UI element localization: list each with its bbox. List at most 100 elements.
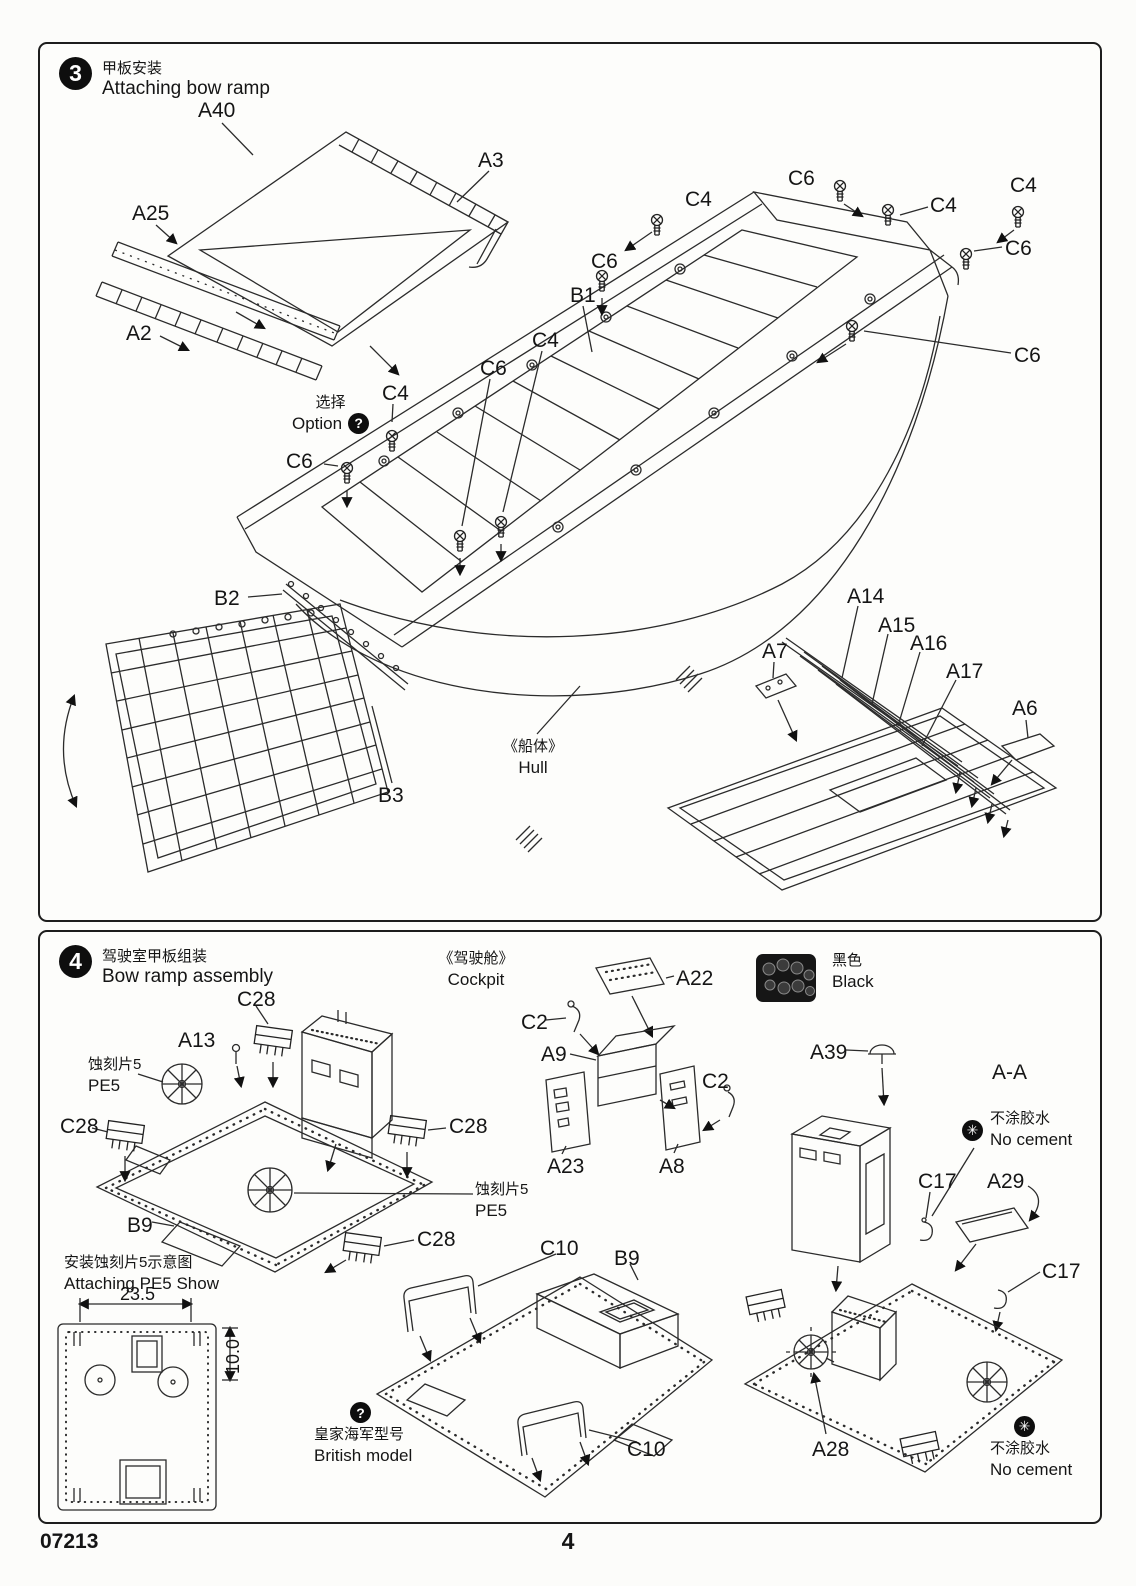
part-label: A25 xyxy=(132,202,170,225)
cockpit-note-en: Cockpit xyxy=(447,969,505,989)
kit-number: 07213 xyxy=(40,1530,99,1553)
ramp-drawing xyxy=(62,603,389,873)
step3-header: 3 甲板安装 Attaching bow ramp xyxy=(59,57,270,100)
pe5-show-note-zh: 安装蚀刻片5示意图 xyxy=(64,1254,193,1271)
step3-title-en: Attaching bow ramp xyxy=(102,78,270,99)
part-label: A9 xyxy=(541,1043,567,1066)
step3-line-art xyxy=(62,122,1058,891)
part-label: C6 xyxy=(788,167,815,190)
part-label: C6 xyxy=(591,250,618,273)
part-label: A23 xyxy=(547,1155,585,1178)
hull-note-en: Hull xyxy=(518,757,548,777)
no-cement-icon: ✳ xyxy=(1014,1416,1035,1437)
cockpit-note: 《驾驶舱》 Cockpit xyxy=(430,950,522,990)
part-label: A8 xyxy=(659,1155,685,1178)
no-cement-icon: ✳ xyxy=(962,1120,983,1141)
step3-panel: 3 甲板安装 Attaching bow ramp A40 A3 A25 A2 … xyxy=(38,42,1102,922)
part-label: C2 xyxy=(521,1011,548,1034)
part-label: B1 xyxy=(570,284,596,307)
black-parts-photo xyxy=(756,954,816,1002)
option-note: 选择 Option ? xyxy=(292,394,370,434)
part-label: A2 xyxy=(126,322,152,345)
step4-title-en: Bow ramp assembly xyxy=(102,966,274,987)
part-label: A28 xyxy=(812,1438,850,1461)
part-label: C17 xyxy=(1042,1260,1081,1283)
step4-line-art xyxy=(57,954,1064,1511)
part-label: A29 xyxy=(987,1170,1025,1193)
part-label: B3 xyxy=(378,784,404,807)
part-label: C4 xyxy=(1010,174,1037,197)
part-label: C4 xyxy=(930,194,957,217)
part-label: C4 xyxy=(685,188,712,211)
dimension-label: 10.0 xyxy=(223,1338,243,1374)
part-label: C28 xyxy=(60,1115,99,1138)
part-label: C6 xyxy=(480,357,507,380)
part-label: B2 xyxy=(214,587,240,610)
question-icon: ? xyxy=(350,1402,371,1423)
pe5-note-b-zh: 蚀刻片5 xyxy=(475,1181,529,1198)
part-label: B9 xyxy=(127,1214,153,1237)
middle-deck-drawing xyxy=(375,1253,714,1498)
part-label: A22 xyxy=(676,967,714,990)
step4-illustration xyxy=(57,954,1064,1511)
step3-illustration xyxy=(62,122,1058,891)
part-label: A-A xyxy=(992,1061,1028,1084)
black-note-en: Black xyxy=(832,971,874,991)
option-note-en: Option xyxy=(292,413,343,433)
part-label: C28 xyxy=(417,1228,456,1251)
no-cement-note-b: 不涂胶水 No cement xyxy=(990,1440,1072,1480)
option-note-zh: 选择 xyxy=(315,394,346,411)
hull-note-zh: 《船体》 xyxy=(502,738,563,755)
british-model-note: 皇家海军型号 British model xyxy=(314,1426,412,1466)
pe5-show-note-en: Attaching PE5 Show xyxy=(64,1273,219,1293)
step3-number-badge: 3 xyxy=(59,57,92,90)
pe5-note-a: 蚀刻片5 PE5 xyxy=(88,1056,141,1096)
part-label: A6 xyxy=(1012,697,1038,720)
part-label: C28 xyxy=(449,1115,488,1138)
part-label: A3 xyxy=(478,149,504,172)
part-label: C4 xyxy=(382,382,409,405)
step4-title-zh: 驾驶室甲板组装 xyxy=(102,948,208,965)
page-number: 4 xyxy=(561,1528,575,1554)
black-note-zh: 黑色 xyxy=(832,952,863,969)
hull-note: 《船体》 Hull xyxy=(488,738,578,778)
no-cement-a-en: No cement xyxy=(990,1129,1073,1149)
no-cement-b-en: No cement xyxy=(990,1459,1073,1479)
part-label: C10 xyxy=(540,1237,579,1260)
part-label: A16 xyxy=(910,632,948,655)
no-cement-a-zh: 不涂胶水 xyxy=(990,1110,1051,1127)
hull-drawing xyxy=(236,191,960,697)
pe5-note-b-en: PE5 xyxy=(475,1200,508,1220)
no-cement-b-zh: 不涂胶水 xyxy=(990,1440,1051,1457)
part-label: C17 xyxy=(918,1170,957,1193)
black-note: 黑色 Black xyxy=(832,952,874,992)
cockpit-parts-drawing xyxy=(545,957,735,1155)
part-label: C6 xyxy=(1014,344,1041,367)
right-deck-drawing xyxy=(743,1283,1064,1473)
part-label: C10 xyxy=(627,1438,666,1461)
part-label: A14 xyxy=(847,585,885,608)
wheelhouse-drawing xyxy=(790,1115,892,1293)
british-model-en: British model xyxy=(314,1445,413,1465)
part-label: C4 xyxy=(532,329,559,352)
step3-title-zh: 甲板安装 xyxy=(102,60,163,77)
bow-hinges xyxy=(282,580,409,691)
no-cement-note-a: 不涂胶水 No cement xyxy=(990,1110,1072,1150)
platform-drawing xyxy=(666,707,1058,891)
pe5-note-a-zh: 蚀刻片5 xyxy=(88,1056,142,1073)
part-label: A13 xyxy=(178,1029,216,1052)
pe5-note-a-en: PE5 xyxy=(88,1075,121,1095)
step4-header: 4 驾驶室甲板组装 Bow ramp assembly xyxy=(59,945,273,988)
part-label: C6 xyxy=(1005,237,1032,260)
british-model-zh: 皇家海军型号 xyxy=(314,1426,405,1443)
part-label: A17 xyxy=(946,660,984,683)
pe5-note-b: 蚀刻片5 PE5 xyxy=(475,1181,528,1221)
step4-panel: 4 驾驶室甲板组装 Bow ramp assembly C28 A13 C28 … xyxy=(38,930,1102,1524)
part-label: C28 xyxy=(237,988,276,1011)
part-label: A7 xyxy=(762,640,788,663)
part-label: C2 xyxy=(702,1070,729,1093)
rods-drawing xyxy=(781,605,1012,839)
left-deck-drawing xyxy=(95,1010,434,1273)
part-label: A40 xyxy=(198,99,236,122)
part-label: A15 xyxy=(878,614,916,637)
